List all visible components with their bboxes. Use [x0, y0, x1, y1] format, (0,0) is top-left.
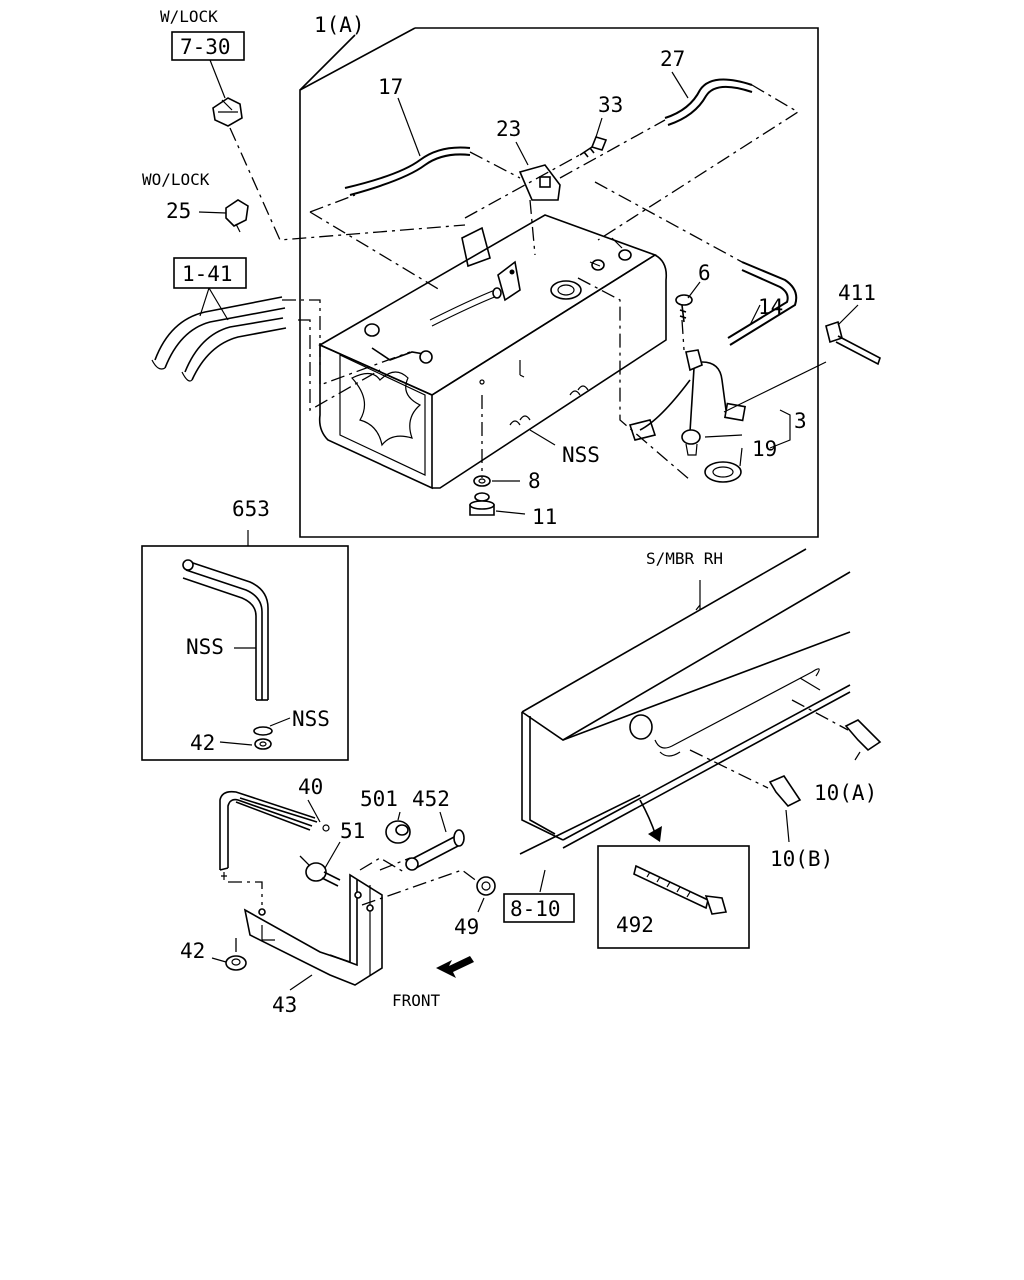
tie-411	[825, 320, 881, 366]
label-s-mbr-rh: S/MBR RH	[646, 549, 723, 568]
bushing-501	[385, 820, 411, 844]
drain-plug-11	[469, 492, 495, 516]
nut-49	[476, 876, 496, 896]
clip-10a	[844, 719, 882, 752]
hose-14	[727, 261, 798, 346]
fuel-tank	[318, 214, 668, 490]
label-part-492: 492	[616, 913, 654, 937]
label-part-25: 25	[166, 199, 191, 223]
inset-653-box	[141, 530, 349, 761]
label-part-10a: 10(A)	[814, 781, 877, 805]
label-part-3: 3	[794, 409, 807, 433]
label-part-11: 11	[532, 505, 557, 529]
box-1a-leader	[299, 34, 356, 91]
filler-hoses	[151, 296, 287, 382]
label-part-42: 42	[180, 939, 205, 963]
label-w-lock: W/LOCK	[160, 7, 218, 26]
pin-452	[405, 829, 465, 871]
arrow-to-492	[639, 799, 657, 837]
nut-42-inset	[254, 738, 272, 750]
breather-lines	[429, 226, 502, 327]
label-nss-strap: NSS	[186, 635, 224, 659]
label-part-43: 43	[272, 993, 297, 1017]
label-nss-tank: NSS	[562, 443, 600, 467]
label-part-19: 19	[752, 437, 777, 461]
hose-17	[344, 146, 471, 196]
bolt-51	[305, 862, 341, 887]
fuel-cap-25	[225, 199, 249, 233]
ref-box-8-10	[503, 893, 575, 923]
strap-40	[219, 790, 330, 880]
inset-492-box	[597, 845, 750, 949]
label-part-6: 6	[698, 261, 711, 285]
label-part-411: 411	[838, 281, 876, 305]
ref-box-1-41	[173, 257, 247, 289]
label-part-49: 49	[454, 915, 479, 939]
front-arrow-icon	[436, 956, 474, 978]
clip-10b	[768, 775, 802, 807]
tie-492	[633, 864, 728, 915]
washer-nss	[253, 726, 273, 736]
label-part-14: 14	[758, 295, 783, 319]
label-part-501: 501	[360, 787, 398, 811]
screw-33	[579, 136, 608, 158]
screw-6	[675, 294, 693, 323]
ref-box-7-30	[171, 31, 245, 61]
label-ref-1-41[interactable]: 1-41	[182, 262, 233, 286]
label-part-17: 17	[378, 75, 403, 99]
label-ref-7-30[interactable]: 7-30	[180, 35, 231, 59]
label-part-8: 8	[528, 469, 541, 493]
label-part-42-inset: 42	[190, 731, 215, 755]
label-part-33: 33	[598, 93, 623, 117]
fuel-cap-w-lock	[212, 97, 243, 127]
label-part-653: 653	[232, 497, 270, 521]
tank-assembly-box	[299, 27, 819, 538]
strap-653	[182, 559, 269, 701]
label-part-23: 23	[496, 117, 521, 141]
bracket-43	[243, 873, 383, 986]
label-part-40: 40	[298, 775, 323, 799]
label-wo-lock: WO/LOCK	[142, 170, 210, 189]
label-part-1a: 1(A)	[314, 13, 365, 37]
label-leaders	[198, 59, 859, 515]
fuel-sender-unit	[628, 349, 747, 483]
label-part-51: 51	[340, 819, 365, 843]
nut-42	[225, 955, 247, 971]
label-part-452: 452	[412, 787, 450, 811]
label-part-27: 27	[660, 47, 685, 71]
label-front: FRONT	[392, 991, 441, 1010]
hose-27	[664, 78, 753, 126]
label-nss-washer: NSS	[292, 707, 330, 731]
side-member-rh	[519, 548, 851, 855]
bracket-23	[518, 164, 561, 201]
label-part-10b: 10(B)	[770, 847, 833, 871]
leader-lines	[229, 84, 800, 481]
label-ref-8-10[interactable]: 8-10	[510, 897, 561, 921]
